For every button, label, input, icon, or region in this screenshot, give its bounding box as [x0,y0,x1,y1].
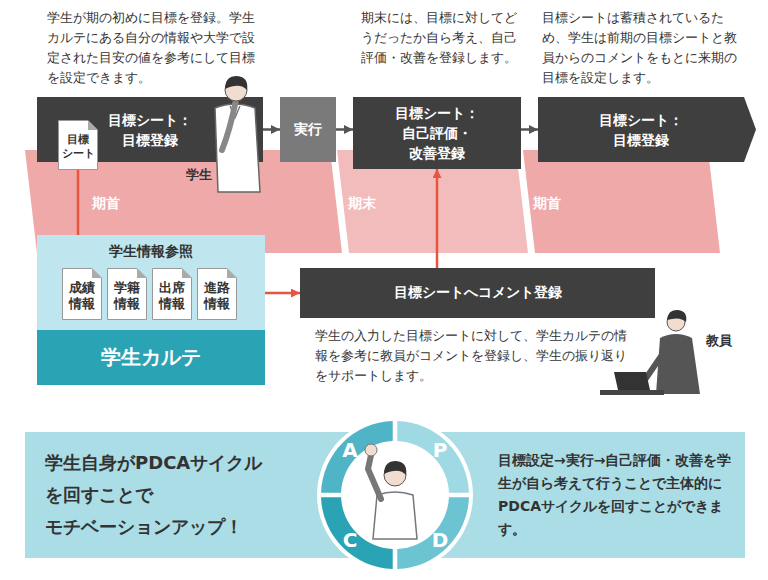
document-icon: 出席情報 [152,268,192,320]
node-text-2: 目標シート： 目標登録 [108,110,192,150]
document-sheet [198,269,237,320]
connector [436,169,439,268]
document-fold [88,121,98,131]
teacher-body [656,334,700,394]
label: A [342,438,357,462]
document-sheet [59,121,98,170]
label: C [343,528,358,552]
dotted-line [333,162,345,253]
document-icon: 目標 シート [58,120,98,170]
pdca-cycle [315,417,475,577]
chevron-tail [744,97,756,162]
laptop-base [600,390,664,395]
document-sheet [153,269,192,320]
connector [336,128,353,131]
student-hair [225,76,247,90]
label: 学生 [186,166,212,184]
node-text: 目標シートへコメント登録 [394,284,562,302]
node-text: 成績情報 [68,280,97,313]
node-text: 出席情報 [158,280,187,313]
student-arm [222,100,236,150]
node-text: 学生情報参照 [37,243,265,261]
node-text: 学生が期の初めに目標を登録。学生カルテにある自分の情報や大学で設定された目安の値… [37,8,263,92]
label: 期首 [533,195,561,213]
summary-panel: 学生自身がPDCAサイクル を回すことで モチベーションアップ！ 目標設定→実行→… [25,432,745,558]
cheer-arm [368,455,381,499]
node-text-2: 目標シート： 目標登録 [599,110,683,150]
node-text: 目標シートは蓄積されているため、学生は前期の目標シートと教員からのコメントをもと… [538,8,744,92]
document-icon: 進路情報 [197,268,237,320]
document-sheet [63,269,102,320]
cheer-fist [365,444,377,456]
node-text-2: 目標設定→実行→自己評価・改善を学生が自ら考えて行うことで主体的にPDCAサイク… [498,449,738,541]
connector [263,128,280,131]
node-text: 目標 シート [62,133,95,161]
document-icon: 学籍情報 [107,268,147,320]
cycle-segment [397,421,469,493]
step-box: 目標シート： 目標登録 [538,97,744,162]
cycle-ground [317,417,473,573]
comment-bar: 目標シートへコメント登録 [300,268,655,318]
cycle-segment [321,421,393,493]
teacher-hair [667,310,686,322]
connector [77,170,80,235]
document-fold [227,269,237,279]
document-fold [137,269,147,279]
document-fold [182,269,192,279]
label: 期末 [348,195,376,213]
document-fold [92,269,102,279]
node-text: 学生自身がPDCAサイクル を回すことで モチベーションアップ！ [45,447,262,543]
karte-panel: 学生情報参照学生カルテ 成績情報学籍情報出席情報進路情報 [37,235,265,385]
term-band [523,150,720,253]
label: D [432,528,449,552]
connector [521,128,538,131]
node-text-2: 学生の入力した目標シートに対して、学生カルテの情報を参考に教員がコメントを登録し… [300,318,655,386]
node-text: 実行 [294,121,322,139]
document-sheet [108,269,147,320]
cheer-hair [384,461,406,475]
node-text: 学籍情報 [113,280,142,313]
connector [265,292,300,295]
process-box: 実行 [280,97,336,162]
node-text: 進路情報 [203,280,232,313]
node-text: 期末には、目標に対してどうだったか自ら考え、自己評価・改善を登録します。 [353,8,521,92]
comment-step: 目標シートへコメント登録学生の入力した目標シートに対して、学生カルテの情報を参考… [300,268,655,386]
node-text-2: 目標シート： 自己評価・改善登録 [395,103,479,163]
document-icon: 成績情報 [62,268,102,320]
laptop-screen [614,372,650,390]
node-text-2: 学生カルテ [37,330,265,385]
step-box: 目標シート： 自己評価・改善登録 [353,97,521,169]
goal-step: 目標シートは蓄積されているため、学生は前期の目標シートと教員からのコメントをもと… [538,8,744,162]
review-step: 期末には、目標に対してどうだったか自ら考え、自己評価・改善を登録します。目標シー… [353,8,521,169]
label: 教員 [706,332,732,350]
label: 期首 [92,195,120,213]
label: P [433,438,448,462]
